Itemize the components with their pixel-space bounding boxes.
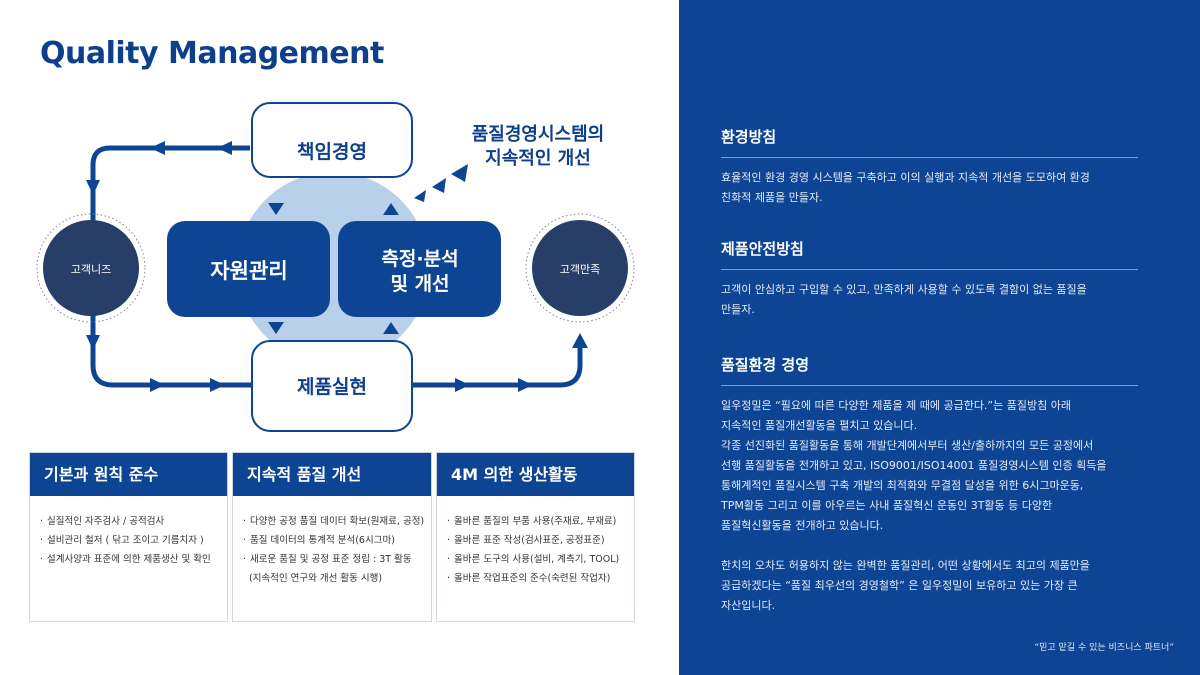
card-item: 실질적인 자주검사 / 공적검사	[40, 512, 227, 531]
card-title: 4M 의한 생산활동	[437, 453, 634, 496]
arrowhead	[455, 378, 470, 392]
right-circle	[532, 220, 628, 316]
section-text: 일우정밀은 “필요에 따른 다양한 제품을 제 때에 공급한다.”는 품질방침 …	[721, 399, 1071, 412]
arrowhead	[518, 378, 533, 392]
caption-line-2: 지속적인 개선	[485, 148, 591, 169]
card-item: 올바른 품질의 부품 사용(주재료, 부재료)	[447, 512, 634, 531]
section-text: TPM활동 그리고 이를 아우르는 사내 품질혁신 운동인 3T활동 등 다양한	[721, 499, 1053, 512]
improvement-arrow	[414, 190, 426, 202]
right-circle-label: 고객만족	[560, 263, 600, 276]
card-item: 설계사양과 표준에 의한 제품생산 및 확인	[40, 550, 227, 569]
section-text: 지속적인 품질개선활동을 펼치고 있습니다.	[721, 419, 918, 432]
arrowhead	[150, 378, 165, 392]
top-box-label: 책임경영	[297, 141, 367, 163]
improvement-arrow	[451, 164, 468, 182]
left-box	[167, 221, 330, 317]
card-item: 새로운 품질 및 공정 표준 정립 : 3T 활동	[243, 550, 431, 569]
left-box-label: 자원관리	[210, 259, 287, 283]
section-text: 선행 품질활동을 전개하고 있고, ISO9001/ISO14001 품질경영시…	[721, 459, 1107, 472]
right-panel: 환경방침 효율적인 환경 경영 시스템을 구축하고 이의 실행과 지속적 개선을…	[679, 0, 1200, 675]
section-text: 만들자.	[721, 303, 755, 316]
section-text: 품질혁신활동을 전개하고 있습니다.	[721, 519, 884, 532]
section-heading: 환경방침	[721, 126, 1138, 158]
tagline: “믿고 맡길 수 있는 비즈니스 파트너”	[1034, 643, 1174, 653]
arrowhead	[86, 180, 100, 195]
card-title: 기본과 원칙 준수	[30, 453, 227, 496]
right-loop-line	[412, 345, 583, 388]
bottom-box-label: 제품실현	[297, 376, 367, 398]
inner-arrow-down	[268, 322, 284, 334]
section-heading: 제품안전방침	[721, 238, 1138, 270]
bottom-box	[251, 340, 413, 432]
section-heading: 품질환경 경영	[721, 354, 1138, 386]
card-item: 다양한 공정 품질 데이터 확보(원재료, 공정)	[243, 512, 431, 531]
card-item: 올바른 도구의 사용(설비, 계측기, TOOL)	[447, 550, 634, 569]
section-text: 공급하겠다는 “품질 최우선의 경영철학” 은 일우정밀이 보유하고 있는 가장…	[721, 579, 1078, 592]
section-text: 통해계적인 품질시스템 구축 개발의 최적화와 무결점 달성을 위한 6시그마운…	[721, 479, 1084, 492]
section-environment-policy: 환경방침 효율적인 환경 경영 시스템을 구축하고 이의 실행과 지속적 개선을…	[721, 126, 1138, 208]
inner-arrow-up	[383, 203, 399, 215]
left-panel: Quality Management	[0, 0, 679, 675]
top-box	[251, 102, 413, 178]
left-circle-label: 고객니즈	[71, 263, 111, 276]
right-box-label-2: 및 개선	[390, 273, 449, 295]
arrowhead	[217, 141, 232, 155]
left-circle	[43, 220, 139, 316]
inner-arrow-down	[268, 203, 284, 215]
card-item: 품질 데이터의 통계적 분석(6시그마)	[243, 531, 431, 550]
section-text: 각종 선진화된 품질활동을 통해 개발단계에서부터 생산/출하까지의 모든 공정…	[721, 439, 1094, 452]
arrowhead	[86, 335, 100, 350]
section-text: 효율적인 환경 경영 시스템을 구축하고 이의 실행과 지속적 개선을 도모하여…	[721, 171, 1090, 184]
section-text: 자산입니다.	[721, 599, 776, 612]
arrowhead	[150, 141, 165, 155]
card-4m-production: 4M 의한 생산활동 올바른 품질의 부품 사용(주재료, 부재료) 올바른 표…	[436, 452, 635, 622]
inner-arrow-up	[383, 322, 399, 334]
section-text: 고객이 안심하고 구입할 수 있고, 만족하게 사용할 수 있도록 결함이 없는…	[721, 283, 1087, 296]
section-product-safety-policy: 제품안전방침 고객이 안심하고 구입할 수 있고, 만족하게 사용할 수 있도록…	[721, 238, 1138, 320]
arrowhead	[210, 378, 225, 392]
page-title: Quality Management	[40, 36, 384, 71]
card-continuous-improvement: 지속적 품질 개선 다양한 공정 품질 데이터 확보(원재료, 공정) 품질 데…	[232, 452, 432, 622]
section-text: 한치의 오차도 허용하지 않는 완벽한 품질관리, 어떤 상황에서도 최고의 제…	[721, 559, 1090, 572]
right-box-label-1: 측정·분석	[381, 248, 458, 270]
arrowhead	[572, 333, 588, 348]
section-quality-environment: 품질환경 경영 일우정밀은 “필요에 따른 다양한 제품을 제 때에 공급한다.…	[721, 354, 1138, 616]
right-box	[338, 221, 501, 317]
card-item-continuation: (지속적인 연구와 개선 활동 시행)	[249, 573, 383, 584]
caption-line-1: 품질경영시스템의	[472, 124, 604, 145]
quality-cycle-diagram: 책임경영 제품실현 자원관리 측정·분석 및 개선 고객니즈 고객만족 품질경영…	[36, 102, 635, 432]
card-item: 올바른 작업표준의 준수(숙련된 작업자)	[447, 569, 634, 588]
card-item: 올바른 표준 작성(검사표준, 공정표준)	[447, 531, 634, 550]
improvement-arrow	[432, 178, 446, 193]
card-item: 설비관리 철저 ( 닦고 조이고 기름치자 )	[40, 531, 227, 550]
card-basics: 기본과 원칙 준수 실질적인 자주검사 / 공적검사 설비관리 철저 ( 닦고 …	[29, 452, 228, 622]
card-title: 지속적 품질 개선	[233, 453, 431, 496]
section-text: 친화적 제품을 만들자.	[721, 191, 823, 204]
